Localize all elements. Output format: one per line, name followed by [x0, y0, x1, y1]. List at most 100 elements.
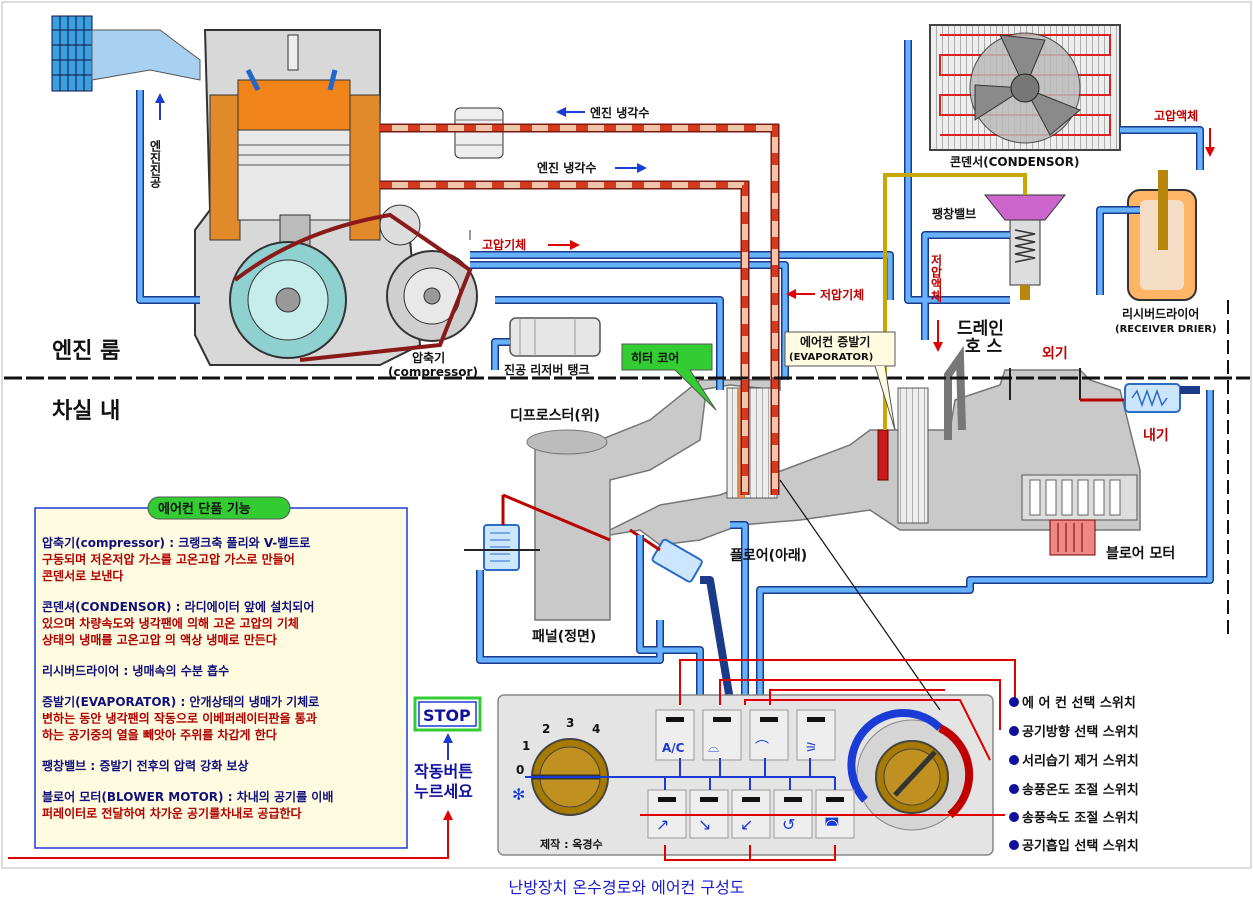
receiver-en-label: (RECEIVER DRIER) [1115, 324, 1217, 335]
panel-actuator [464, 493, 611, 571]
dial-tick-0: 0 [516, 763, 524, 777]
mode-mix-icon: ↺ [782, 815, 795, 834]
dial-tick-1: 1 [522, 739, 530, 753]
air-filter [51, 15, 201, 92]
switch-labels: 에 어 컨 선택 스위치 공기방향 선택 스위치 서리습기 제거 스위치 송풍온… [1009, 695, 1139, 854]
vacuum-reservoir-tank [509, 317, 601, 357]
switch-temp: 송풍온도 조절 스위치 [1022, 782, 1139, 798]
switch-intake: 공기흡입 선택 스위치 [1022, 838, 1139, 854]
switch-ac: 에 어 컨 선택 스위치 [1022, 695, 1136, 711]
info-line: 콘덴셔(CONDENSOR) : 라디에이터 앞에 설치되어 [42, 599, 314, 614]
control-cables-blue [525, 758, 836, 790]
info-box: 에어컨 단품 기능 압축기(compressor) : 크랭크축 풀리와 V-벨… [34, 496, 408, 849]
press-label-2: 누르세요 [414, 782, 473, 801]
engine-room-label: 엔진 룸 [52, 339, 120, 364]
info-line: 팽창밸브 : 증발기 전후의 압력 강화 보상 [42, 758, 249, 773]
rear-defrost-icon: ⚞ [805, 740, 818, 756]
condenser-label: 콘덴서(CONDENSOR) [950, 154, 1079, 169]
heater-core-callout: 히터 코어 [621, 343, 717, 411]
low-liquid-label: 저압액체 [929, 253, 943, 303]
high-gas-label: 고압기체 [482, 237, 526, 252]
switch-fan-speed: 송풍속도 조절 스위치 [1022, 810, 1139, 826]
floor-actuator [629, 528, 703, 583]
coolant-pipes [380, 123, 780, 495]
press-label-1: 작동버튼 [414, 762, 473, 781]
inside-air-actuator [1124, 383, 1181, 413]
info-line: 압축기(compressor) : 크랭크축 풀리와 V-벨트로 [42, 535, 310, 550]
v-belt [233, 212, 473, 362]
drain-label-2: 호 스 [965, 337, 1003, 357]
drain-label-1: 드레인 [957, 319, 1004, 339]
receiver-drier [1127, 170, 1197, 301]
info-line: 리시버드라이어 : 냉매속의 수분 흡수 [42, 663, 229, 678]
fan-icon: ✻ [512, 785, 525, 804]
info-title: 에어컨 단품 기능 [158, 501, 251, 517]
info-line: 콘덴서로 보낸다 [42, 568, 123, 583]
defrost-icon: ◚ [824, 815, 840, 834]
info-line: 구동되며 저온저압 가스를 고온고압 가스로 만들어 [42, 552, 295, 567]
switch-defrost: 서리습기 제거 스위치 [1022, 753, 1139, 769]
vent-icon: ⌓ [708, 740, 719, 756]
maker-label: 제작 : 옥경수 [540, 837, 603, 851]
evaporator-en-label: (EVAPORATOR) [789, 352, 873, 363]
low-gas-label: 저압기체 [820, 287, 864, 302]
engine-vacuum-label: 엔진진공 [148, 93, 165, 189]
compressor-pulley [379, 204, 478, 342]
crank-pulley [229, 241, 347, 359]
yellow-pipe [883, 173, 1027, 430]
defroster-label: 디프로스터(위) [510, 408, 600, 424]
info-line: 상태의 냉매를 고온고압 의 액상 냉매로 만든다 [42, 632, 277, 647]
vacuum-tank-label: 진공 리저버 탱크 [504, 362, 590, 377]
compressor-en-label: (compressor) [388, 365, 478, 379]
stop-label: STOP [423, 706, 471, 725]
panel-label: 패널(정면) [532, 628, 596, 645]
heater-core-label: 히터 코어 [631, 350, 679, 365]
dial-tick-3: 3 [566, 716, 574, 730]
outside-air-label: 외기 [1042, 345, 1068, 362]
evaporator [877, 387, 929, 524]
info-line: 있으며 차량속도와 냉각팬에 의해 고온 고압의 기체 [42, 616, 299, 631]
blower-motor [1021, 474, 1138, 556]
info-line: 변하는 동안 냉각팬의 작동으로 이베퍼레이터판을 통과 [42, 711, 317, 726]
floor-label: 플로어(아래) [730, 547, 807, 564]
bilevel-icon: ⌒ [755, 740, 769, 756]
coolant-label-2: 엔진 냉각수 [537, 160, 596, 175]
temperature-dial[interactable] [847, 708, 974, 831]
coolant-label-1: 엔진 냉각수 [590, 105, 649, 120]
dial-tick-4: 4 [592, 722, 600, 736]
compressor-label: 압축기 [412, 350, 445, 365]
blower-motor-label: 블로어 모터 [1106, 545, 1175, 562]
expansion-valve-label: 팽창밸브 [932, 206, 976, 221]
info-line: 블로어 모터(BLOWER MOTOR) : 차내의 공기를 이배 [42, 789, 333, 804]
mode-face-icon: ↗ [656, 815, 669, 834]
expansion-valve [983, 194, 1067, 300]
stop-button[interactable]: STOP [413, 696, 482, 732]
mode-floor-icon: ↙ [740, 815, 753, 834]
receiver-label: 리시버드라이어 [1122, 306, 1199, 321]
info-line: 증발기(EVAPORATOR) : 안개상태의 냉매가 기체로 [42, 694, 319, 709]
ac-button[interactable] [655, 709, 695, 761]
svg-text:엔진진공: 엔진진공 [148, 139, 162, 189]
evaporator-callout: 에어컨 증발기 (EVAPORATOR) [784, 331, 896, 431]
caption: 난방장치 온수경로와 에어컨 구성도 [508, 878, 745, 897]
coolant-canister [454, 107, 504, 159]
condenser [929, 24, 1121, 151]
info-line: 퍼레이터로 전달하여 차가운 공기를차내로 공급한다 [42, 806, 302, 821]
control-panel: 0 1 2 3 4 ✻ A/C ⌓ ⌒ ⚞ [497, 694, 994, 856]
drain-hose [944, 345, 966, 440]
mode-bilevel-icon: ↘ [698, 815, 711, 834]
evaporator-label: 에어컨 증발기 [800, 334, 870, 349]
cabin-label: 차실 내 [52, 399, 120, 424]
vent-button[interactable] [702, 709, 742, 761]
air-duct [526, 369, 1141, 621]
inside-air-label: 내기 [1143, 428, 1169, 444]
switch-air-direction: 공기방향 선택 스위치 [1022, 724, 1139, 740]
ac-button-label: A/C [662, 741, 685, 755]
top-buttons [655, 709, 836, 761]
heater-core [726, 387, 778, 499]
info-line: 하는 공기중의 열을 빼앗아 주위를 차갑게 한다 [42, 727, 277, 742]
high-liquid-label: 고압액체 [1154, 108, 1198, 123]
